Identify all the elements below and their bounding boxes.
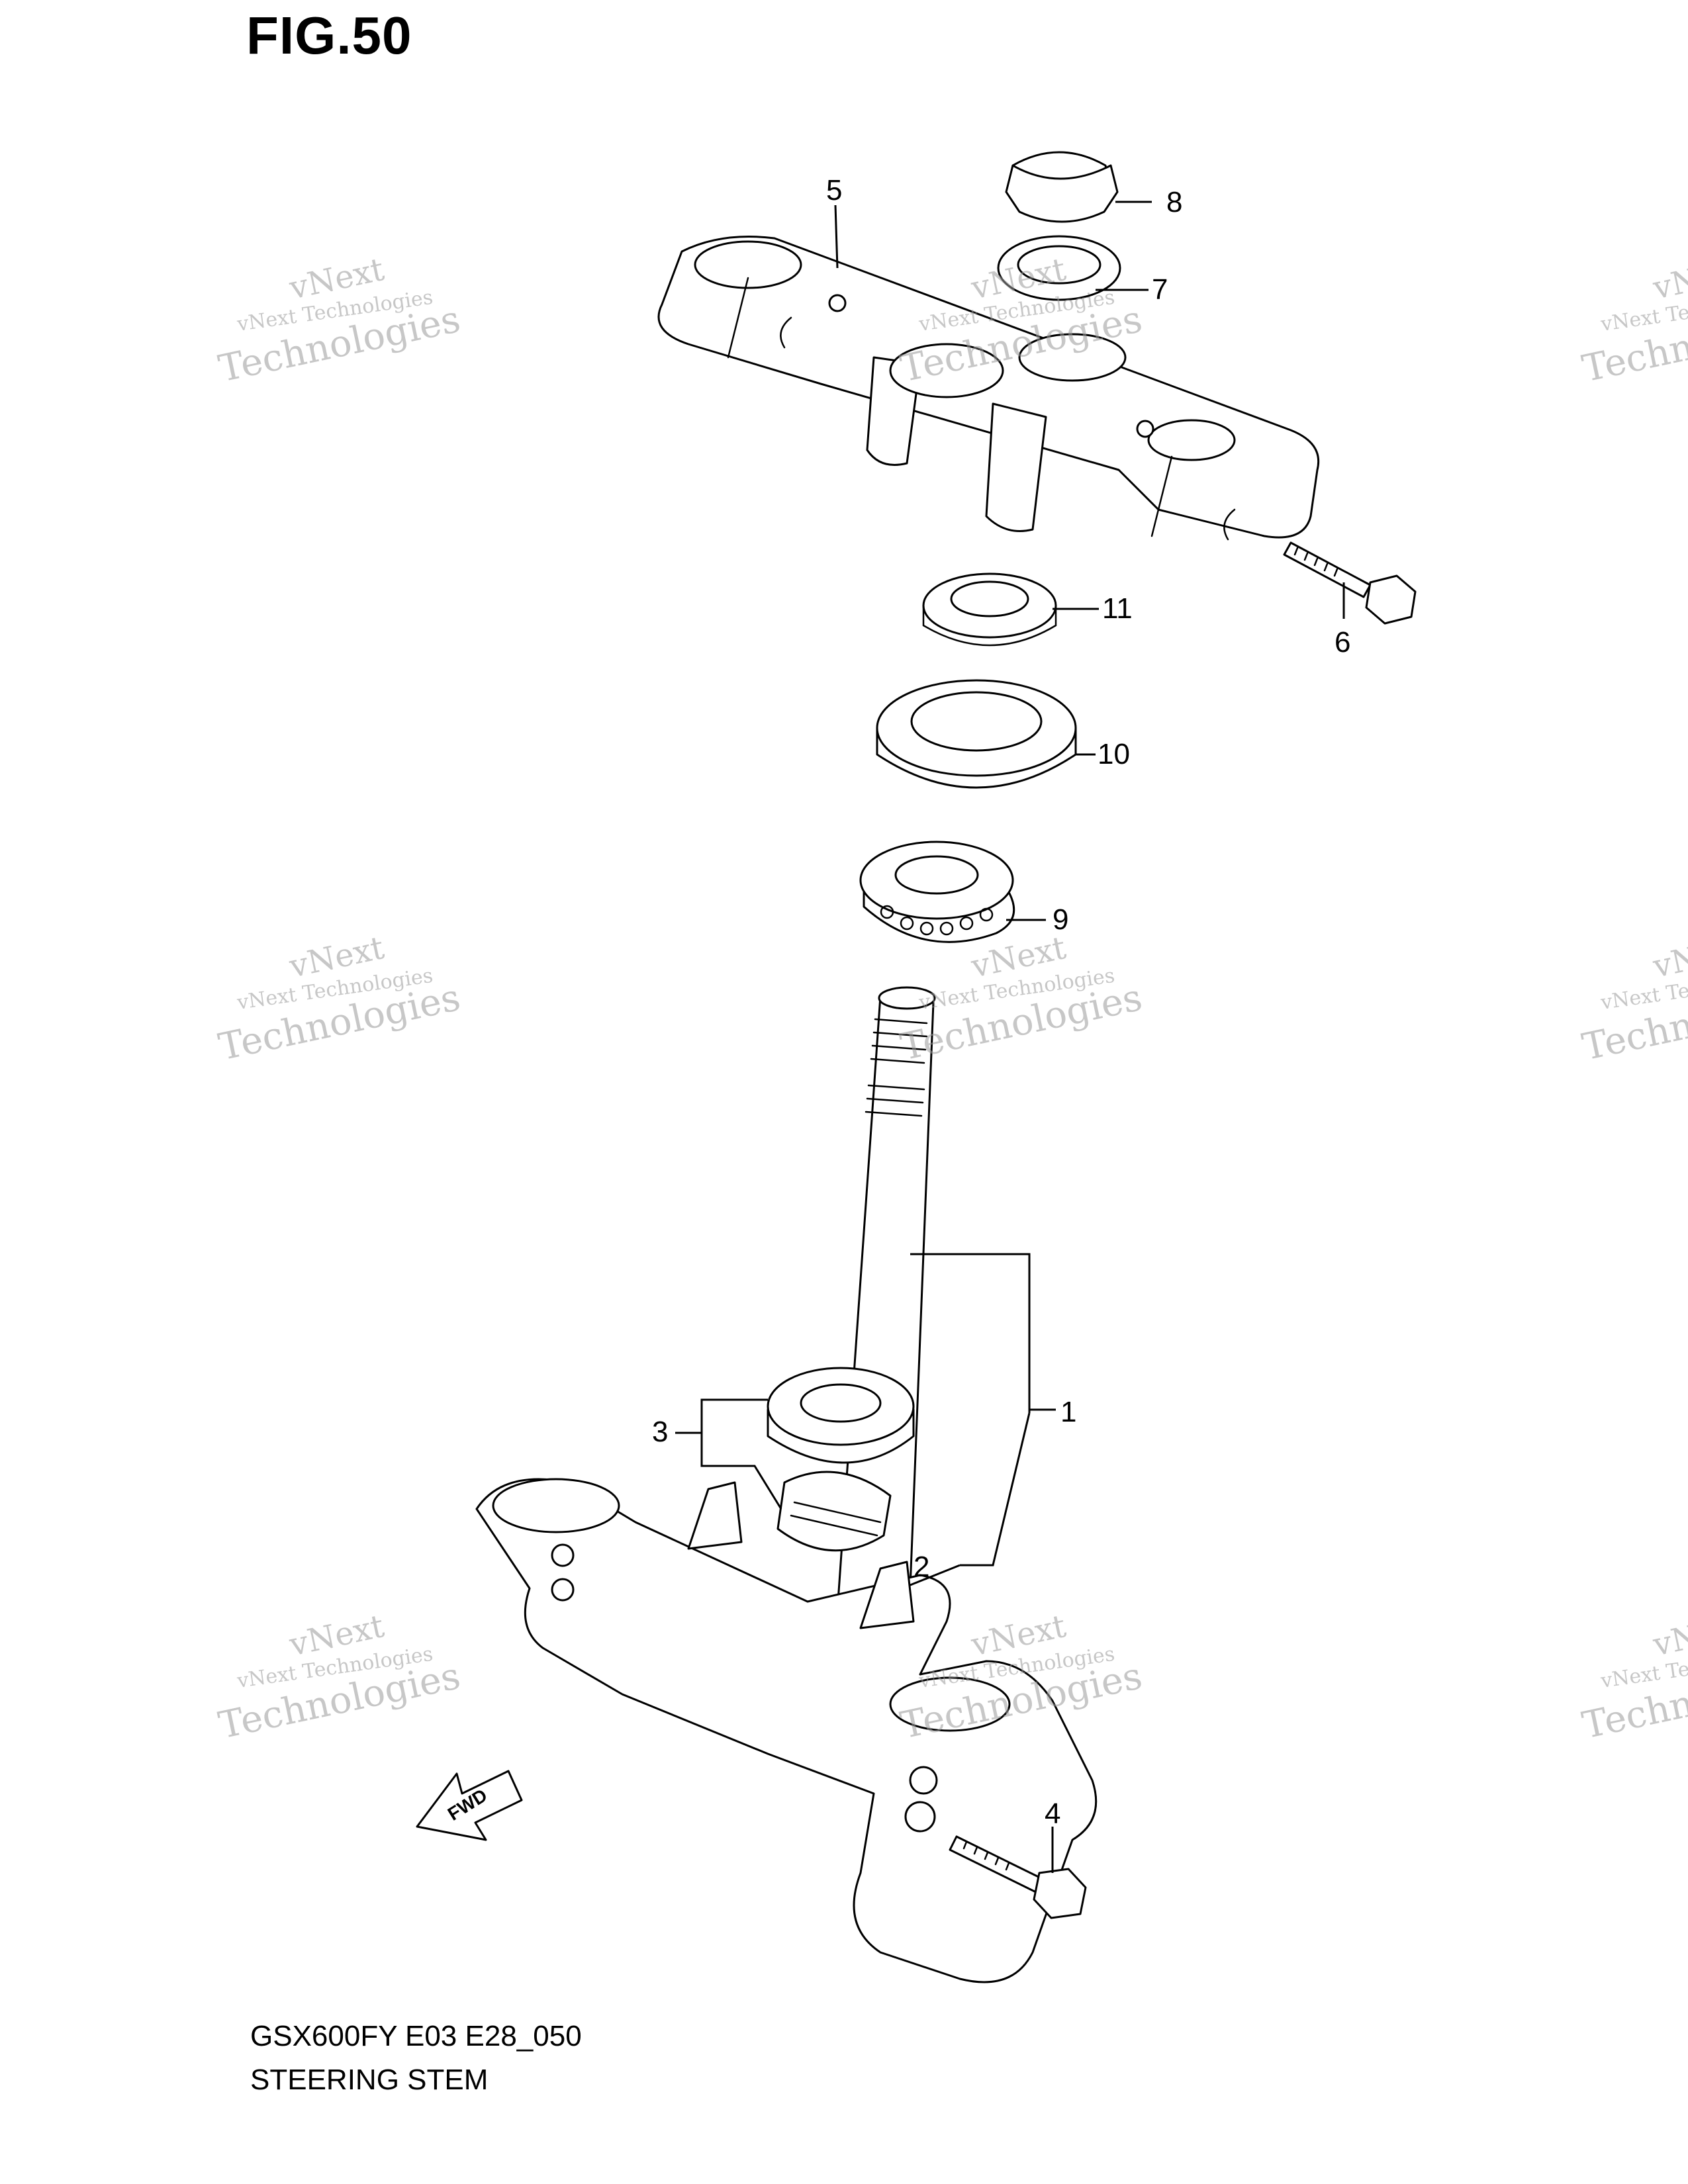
part-9-bearing[interactable]: [859, 841, 1015, 943]
watermark-group-bottom-left: vNext Technologies vNext Technologies: [215, 1608, 464, 1747]
callout-7: 7: [1152, 273, 1168, 306]
fwd-arrow-icon: FWD: [416, 1770, 523, 1841]
figure-name: STEERING STEM: [250, 2064, 489, 2096]
leader-lines: [675, 201, 1345, 1873]
callout-6: 6: [1335, 626, 1350, 659]
watermark-group-top-right: vNext Technologies vNext Technologies: [1579, 251, 1688, 390]
watermark-group-mid-center: vNext Technologies vNext Technologies: [897, 929, 1146, 1069]
callout-labels: 1 2 3 4 5 6 7 8 9 10 11: [652, 174, 1350, 1830]
watermark-group-top-left: vNext Technologies vNext Technologies: [215, 251, 464, 390]
callout-2: 2: [914, 1551, 929, 1583]
part-10-dust-seal[interactable]: [876, 679, 1077, 789]
figure-title: FIG.50: [246, 6, 412, 65]
part-8-cap-nut[interactable]: [1005, 151, 1119, 223]
callout-5: 5: [826, 174, 842, 206]
part-3-seal[interactable]: [767, 1367, 915, 1464]
callout-1: 1: [1060, 1396, 1076, 1428]
part-6-bolt[interactable]: [1283, 541, 1417, 625]
part-4-bolt[interactable]: [949, 1835, 1087, 1919]
watermark-text: vNext: [1650, 1608, 1688, 1664]
callout-11: 11: [1102, 592, 1133, 625]
part-11-lock-nut[interactable]: [922, 572, 1057, 647]
model-code: GSX600FY E03 E28_050: [250, 2020, 582, 2052]
callout-9: 9: [1053, 903, 1068, 936]
watermark-group-mid-left: vNext Technologies vNext Technologies: [215, 929, 464, 1069]
callout-10: 10: [1098, 738, 1130, 770]
part-7-washer[interactable]: [997, 235, 1121, 301]
watermark-text: vNext: [1650, 251, 1688, 307]
callout-3: 3: [652, 1416, 668, 1448]
watermark-text: vNext: [1650, 929, 1688, 985]
part-5-upper-bracket[interactable]: [657, 236, 1320, 541]
watermark-group-bottom-right: vNext Technologies vNext Technologies: [1579, 1608, 1688, 1747]
watermark-group-mid-right: vNext Technologies vNext Technologies: [1579, 929, 1688, 1069]
callout-8: 8: [1166, 186, 1182, 218]
part-2-lower-bearing[interactable]: [776, 1471, 892, 1552]
callout-4: 4: [1045, 1797, 1060, 1830]
